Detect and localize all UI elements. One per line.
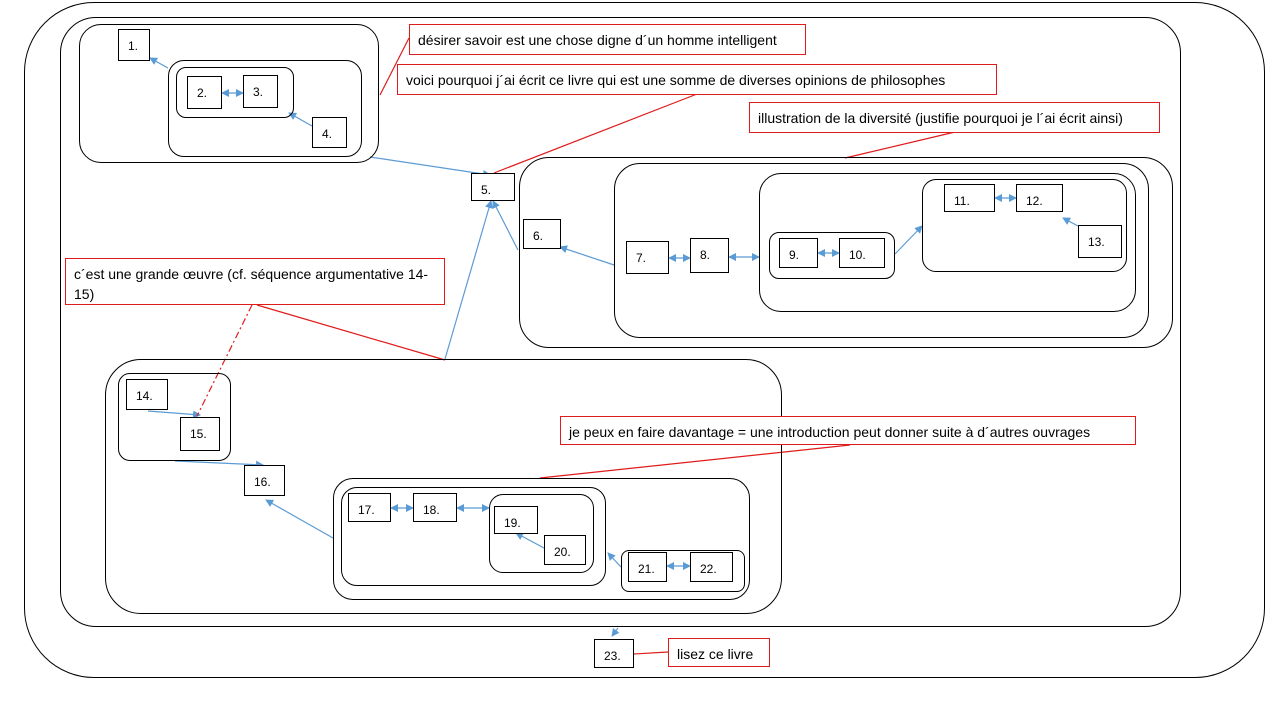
connector-c1	[379, 37, 410, 96]
node-11: 11.	[944, 184, 995, 212]
node-1: 1.	[118, 29, 150, 61]
group-21-22	[621, 550, 745, 592]
arrow-group3-to-5	[444, 200, 493, 360]
group-7-13	[614, 163, 1149, 338]
arrow-group-to-16	[174, 460, 264, 469]
node-4: 4.	[312, 117, 347, 148]
node-13: 13.	[1078, 225, 1122, 258]
comment-illustration-diversite: illustration de la diversité (justifie p…	[749, 102, 1160, 133]
node-12: 12.	[1016, 184, 1063, 212]
group-2-4	[168, 60, 362, 157]
node-2: 2.	[187, 76, 222, 109]
node-20: 20.	[544, 535, 586, 565]
connector-c3	[844, 131, 956, 159]
comment-faire-davantage: je peux en faire davantage = une introdu…	[560, 416, 1136, 445]
group-6-13	[519, 157, 1173, 348]
node-17: 17.	[348, 493, 391, 522]
node-23: 23.	[594, 639, 634, 668]
connector-c5	[539, 444, 851, 479]
inner-frame	[60, 17, 1181, 627]
group-8-13	[759, 173, 1136, 312]
comment-grande-oeuvre: c´est une grande œuvre (cf. séquence arg…	[65, 258, 445, 305]
node-22: 22.	[690, 552, 733, 582]
red-connectors	[196, 37, 956, 655]
node-5: 5.	[471, 173, 515, 201]
arrow-to-23	[611, 627, 620, 637]
node-3: 3.	[243, 75, 278, 108]
node-21: 21.	[628, 552, 667, 582]
arrow-7-to-6	[559, 245, 615, 266]
arrow-group4-to-16	[265, 499, 334, 539]
node-8: 8.	[690, 238, 729, 273]
arrow-group-to-11group	[894, 225, 923, 255]
arrow-14-to-15	[147, 410, 201, 419]
group-14-22	[105, 359, 782, 614]
arrow-20-to-19	[515, 532, 545, 549]
arrow-13-to-12	[1062, 217, 1079, 227]
arrow-group1-to-1	[149, 57, 169, 69]
node-19: 19.	[494, 506, 538, 534]
group-17-22	[333, 478, 750, 600]
group-14-15	[118, 373, 231, 461]
connector-c2	[493, 93, 698, 174]
connector-c4-dash	[196, 304, 253, 417]
connector-c4	[256, 304, 446, 361]
group-9-10	[769, 232, 895, 279]
node-10: 10.	[839, 238, 885, 268]
group-19-20	[489, 494, 594, 573]
outer-frame	[24, 2, 1265, 678]
arrow-group2-to-5	[492, 200, 519, 251]
arrow-group1-to-5	[369, 156, 491, 178]
node-9: 9.	[779, 238, 818, 268]
arrow-21group-to-19group	[607, 552, 622, 568]
arrow-4-to-group	[288, 112, 313, 127]
group-17-20	[341, 487, 606, 586]
comment-voici-pourquoi: voici pourquoi j´ai écrit ce livre qui e…	[397, 64, 997, 95]
node-15: 15.	[180, 417, 220, 451]
comment-desire-savoir: désirer savoir est une chose digne d´un …	[409, 24, 806, 55]
comment-lisez-ce-livre: lisez ce livre	[668, 638, 770, 667]
blue-arrows	[147, 57, 1079, 637]
node-14: 14.	[126, 379, 168, 410]
group-2-3	[176, 67, 294, 118]
group-1-4	[79, 24, 379, 163]
node-16: 16.	[244, 465, 285, 496]
group-11-13	[922, 179, 1127, 272]
node-6: 6.	[523, 219, 561, 249]
node-7: 7.	[626, 241, 669, 274]
node-18: 18.	[413, 493, 457, 522]
connector-c6	[633, 651, 669, 655]
